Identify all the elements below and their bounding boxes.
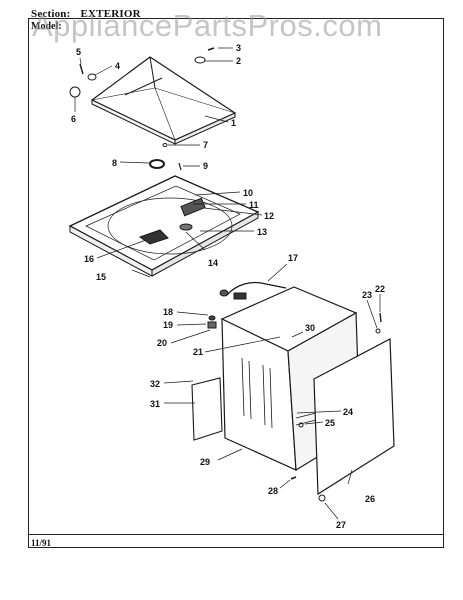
callout-labels: 1 2 3 4 5 6 7 8 9 10 11 12 13 14 15 16 1… <box>71 43 385 530</box>
section-value: EXTERIOR <box>80 8 141 20</box>
callout-25: 25 <box>325 418 335 428</box>
callout-17: 17 <box>288 253 298 263</box>
callout-28: 28 <box>268 486 278 496</box>
callout-12: 12 <box>264 211 274 221</box>
callout-8: 8 <box>112 158 117 168</box>
callout-15: 15 <box>96 272 106 282</box>
section-label: Section: <box>31 8 71 20</box>
wire-harness <box>219 281 287 300</box>
callout-24: 24 <box>343 407 353 417</box>
callout-16: 16 <box>84 254 94 264</box>
screw-9 <box>178 162 182 171</box>
callout-14: 14 <box>208 258 218 268</box>
leader-lines <box>74 47 381 520</box>
section-heading: Section: EXTERIOR <box>31 8 141 20</box>
callout-26: 26 <box>365 494 375 504</box>
callout-4: 4 <box>115 61 120 71</box>
cabinet-body <box>220 286 361 472</box>
callout-11: 11 <box>249 200 259 210</box>
callout-23: 23 <box>362 290 372 300</box>
model-heading: Model: <box>31 21 62 32</box>
small-hardware <box>69 47 215 147</box>
callout-29: 29 <box>200 457 210 467</box>
callout-18: 18 <box>163 307 173 317</box>
callout-31: 31 <box>150 399 160 409</box>
callout-3: 3 <box>236 43 241 53</box>
callout-32: 32 <box>150 379 160 389</box>
model-label: Model: <box>31 21 62 32</box>
callout-2: 2 <box>236 56 241 66</box>
callout-6: 6 <box>71 114 76 124</box>
footer-divider <box>28 534 444 535</box>
footer-date: 11/91 <box>31 538 52 548</box>
side-panel-left <box>191 377 223 441</box>
side-panel-right <box>313 338 395 496</box>
lid-part <box>90 56 237 145</box>
gasket-ring <box>149 159 165 169</box>
diagram-frame <box>28 18 444 548</box>
top-cover-panel <box>68 175 260 277</box>
callout-10: 10 <box>243 188 253 198</box>
fasteners <box>207 312 382 502</box>
callout-19: 19 <box>163 320 173 330</box>
callout-1: 1 <box>231 118 236 128</box>
callout-30: 30 <box>305 323 315 333</box>
callout-5: 5 <box>76 47 81 57</box>
callout-7: 7 <box>203 140 208 150</box>
callout-27: 27 <box>336 520 346 530</box>
callout-21: 21 <box>193 347 203 357</box>
callout-20: 20 <box>157 338 167 348</box>
callout-22: 22 <box>375 284 385 294</box>
callout-13: 13 <box>257 227 267 237</box>
callout-9: 9 <box>203 161 208 171</box>
